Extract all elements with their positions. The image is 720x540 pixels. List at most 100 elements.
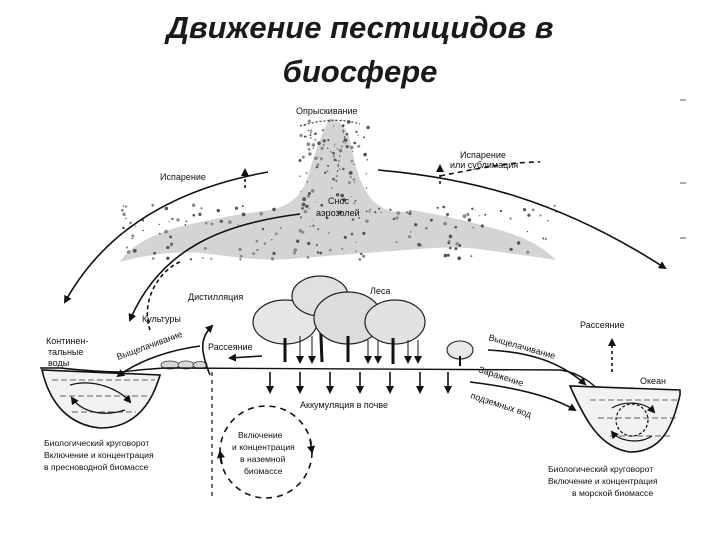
- spray-speck: [301, 155, 305, 159]
- spray-speck: [272, 207, 276, 212]
- spray-speck: [298, 229, 303, 233]
- spray-speck: [293, 248, 298, 253]
- transport-arrows: [64, 161, 667, 500]
- spray-speck: [261, 227, 265, 231]
- caption-marine-2: Включение и концентрация: [548, 476, 658, 486]
- spray-speck: [320, 203, 324, 207]
- caption-marine-1: Биологический круговорот: [548, 464, 653, 474]
- spray-speck: [527, 213, 531, 217]
- spray-speck: [425, 227, 428, 230]
- spray-speck: [238, 247, 242, 251]
- spray-speck: [296, 239, 300, 243]
- spray-speck: [350, 145, 354, 150]
- spray-speck: [131, 237, 134, 240]
- spray-speck: [410, 231, 412, 233]
- spray-speck: [343, 138, 348, 143]
- spray-speck: [348, 171, 353, 175]
- spray-speck: [164, 206, 169, 211]
- spray-speck: [350, 196, 352, 198]
- spray-speck: [341, 124, 345, 128]
- spray-speck: [366, 125, 370, 130]
- caption-freshwater-1: Биологический круговорот: [44, 438, 149, 448]
- spray-speck: [134, 225, 137, 228]
- spray-speck: [365, 172, 368, 175]
- spray-speck: [351, 218, 355, 221]
- spray-speck: [342, 198, 346, 202]
- spray-speck: [270, 257, 275, 261]
- spray-speck: [474, 209, 476, 211]
- spray-speck: [335, 193, 340, 197]
- spray-speck: [365, 187, 368, 189]
- spray-speck: [239, 254, 243, 258]
- spray-speck: [298, 159, 302, 162]
- spray-speck: [293, 251, 296, 255]
- spray-speck: [316, 251, 320, 254]
- spray-speck: [470, 255, 473, 258]
- spray-speck: [389, 208, 392, 211]
- label-crops: Культуры: [142, 314, 181, 324]
- spray-speck: [306, 256, 310, 259]
- spray-speck: [310, 189, 315, 193]
- label-ocean: Океан: [640, 376, 666, 386]
- spray-speck: [408, 212, 412, 215]
- spray-speck: [166, 256, 170, 260]
- spray-speck: [228, 220, 232, 224]
- spray-speck: [210, 222, 214, 226]
- spray-speck: [324, 171, 327, 174]
- spray-speck: [523, 208, 527, 212]
- spray-speck: [158, 223, 160, 226]
- spray-speck: [122, 212, 126, 216]
- spray-speck: [449, 246, 452, 250]
- spray-speck: [345, 132, 349, 136]
- spray-speck: [300, 216, 302, 219]
- spray-speck: [462, 214, 467, 219]
- spray-speck: [345, 145, 349, 149]
- spray-speck: [333, 143, 336, 146]
- spray-speck: [337, 148, 340, 151]
- spray-speck: [363, 136, 366, 139]
- spray-speck: [301, 230, 305, 234]
- spray-speck: [301, 207, 304, 210]
- spray-speck: [169, 235, 173, 239]
- spray-speck: [241, 205, 244, 208]
- spray-speck: [357, 144, 361, 148]
- spray-speck: [336, 147, 338, 149]
- caption-terrestrial-4: биомассе: [244, 466, 283, 476]
- label-continental-1: Континен-: [46, 336, 88, 346]
- spray-speck: [200, 207, 203, 210]
- spray-speck: [299, 133, 303, 137]
- spray-speck: [192, 213, 196, 217]
- spray-speck: [124, 205, 128, 208]
- spray-speck: [338, 210, 343, 215]
- spray-speck: [369, 208, 371, 211]
- spray-speck: [368, 210, 371, 213]
- spray-speck: [129, 221, 132, 224]
- spray-speck: [151, 203, 155, 207]
- spray-speck: [466, 212, 470, 216]
- spray-speck: [333, 178, 336, 181]
- spray-speck: [414, 223, 418, 227]
- spray-speck: [355, 250, 357, 253]
- spray-speck: [365, 210, 368, 213]
- spray-speck: [307, 129, 310, 132]
- spray-speck: [378, 207, 381, 210]
- spray-speck: [458, 244, 462, 247]
- caption-freshwater-3: в пресноводной биомассе: [44, 462, 149, 472]
- spray-speck: [164, 229, 168, 234]
- spray-speck: [408, 235, 412, 239]
- title-line-1: Движение пестицидов в: [166, 10, 554, 45]
- spray-speck: [420, 244, 423, 247]
- spray-speck: [526, 230, 529, 233]
- spray-speck: [352, 150, 354, 152]
- ocean-body: [568, 385, 681, 453]
- spray-speck: [168, 220, 170, 223]
- spray-speck: [353, 181, 356, 184]
- spray-speck: [305, 172, 308, 175]
- spray-speck: [446, 216, 448, 218]
- spray-speck: [362, 231, 366, 235]
- spray-speck: [353, 141, 357, 145]
- spray-speck: [256, 248, 259, 252]
- spray-speck: [395, 216, 399, 220]
- spray-speck: [342, 132, 344, 134]
